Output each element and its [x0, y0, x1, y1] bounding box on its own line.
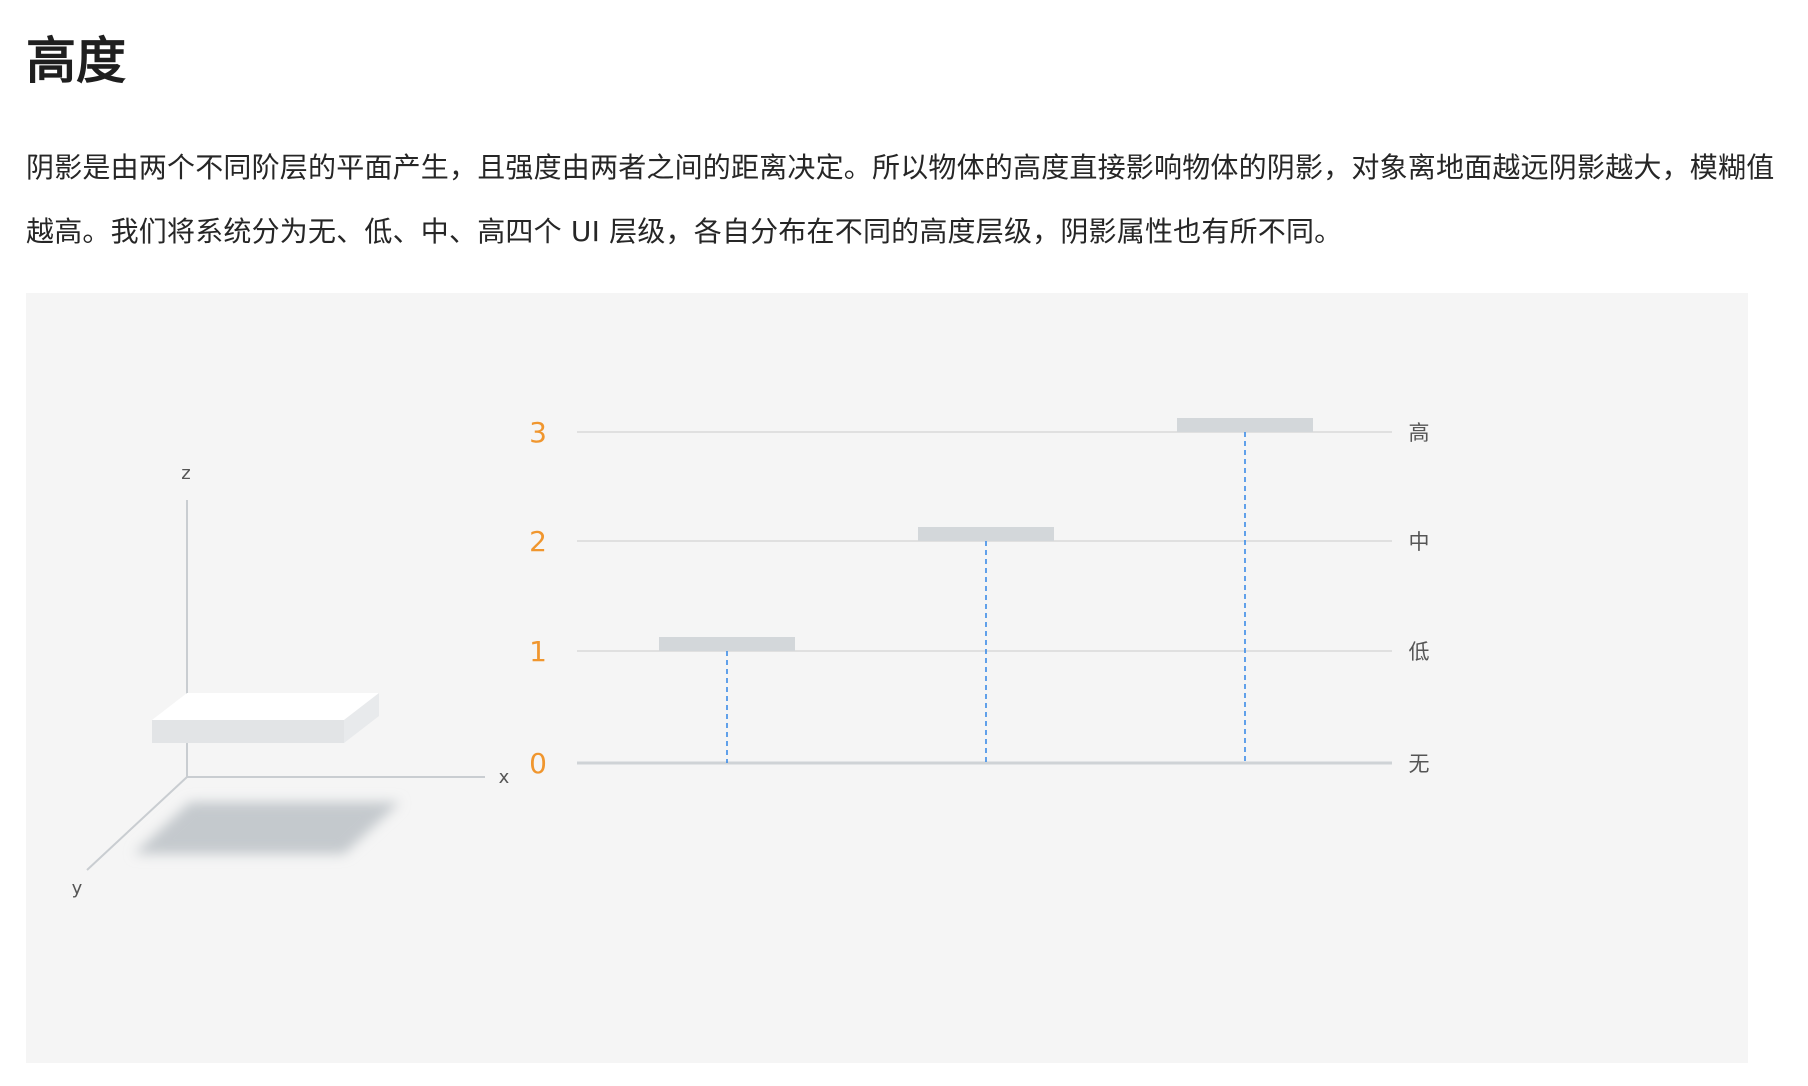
- axes-3d-illustration: z x y: [72, 463, 510, 899]
- level-name-3: 高: [1409, 421, 1430, 445]
- ground-shadow: [134, 802, 400, 854]
- page-title: 高度: [26, 32, 126, 90]
- intro-paragraph: 阴影是由两个不同阶层的平面产生，且强度由两者之间的距离决定。所以物体的高度直接影…: [26, 151, 1775, 248]
- elevation-illustration: z x y 0 无 1 低 2 中 3 高: [72, 416, 1430, 899]
- z-axis-label: z: [181, 463, 190, 484]
- level-number-2: 2: [529, 525, 547, 558]
- level-name-1: 低: [1409, 640, 1430, 664]
- level-number-3: 3: [529, 416, 547, 449]
- slab-front-face: [152, 720, 344, 743]
- y-axis-line: [86, 776, 188, 871]
- elevated-plane-1: [659, 637, 795, 651]
- elevated-plane-2: [918, 527, 1054, 541]
- elevated-plane-3: [1177, 418, 1313, 432]
- elevation-level-chart: 0 无 1 低 2 中 3 高: [529, 416, 1429, 780]
- elevation-figure: z x y 0 无 1 低 2 中 3 高: [26, 293, 1748, 1063]
- level-number-1: 1: [529, 635, 547, 668]
- level-name-2: 中: [1409, 530, 1430, 554]
- x-axis-label: x: [499, 767, 510, 788]
- y-axis-label: y: [72, 878, 83, 899]
- slab-side-face: [344, 693, 379, 743]
- slab-top-face: [152, 693, 379, 720]
- level-name-0: 无: [1409, 752, 1430, 776]
- level-number-0: 0: [529, 747, 547, 780]
